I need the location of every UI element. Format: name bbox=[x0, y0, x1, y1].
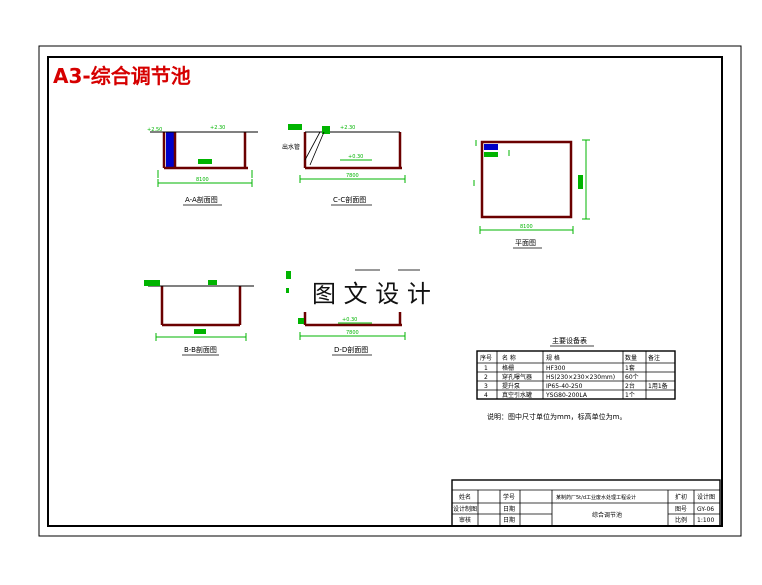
dd-elev-mid: +0.30 bbox=[342, 317, 357, 323]
equipment-cell: 穿孔曝气器 bbox=[502, 373, 532, 381]
tb-scale-tag: 扩初 bbox=[675, 493, 687, 501]
plan-outline bbox=[480, 140, 573, 219]
inner-frame bbox=[47, 56, 723, 527]
cc-diag-pipe bbox=[304, 131, 325, 166]
aa-dim-text: 8100 bbox=[196, 177, 209, 183]
equipment-header-cell: 名 称 bbox=[502, 354, 516, 362]
plan-dim-bottom bbox=[479, 226, 574, 234]
bb-label: B-B剖面图 bbox=[184, 345, 217, 354]
section-aa: 8100 +2.50 +2.30 A-A剖面图 bbox=[147, 125, 258, 206]
equipment-header-cell: 备注 bbox=[648, 354, 660, 362]
equipment-cell: 提升泵 bbox=[502, 382, 520, 390]
cc-label: C-C剖面图 bbox=[333, 195, 366, 204]
drawing-title: A3-综合调节池 bbox=[53, 64, 191, 88]
equipment-cell: 1用1备 bbox=[648, 382, 668, 390]
equipment-cell: 1套 bbox=[625, 364, 635, 372]
bb-wall-outline bbox=[160, 286, 242, 327]
dd-dim-text: 7800 bbox=[346, 330, 359, 336]
equipment-cell: 2 bbox=[484, 374, 488, 381]
equipment-grid bbox=[477, 351, 675, 399]
title-block: 姓名 学号 某制药厂5t/d工业废水处理工程设计 扩初 设计图 设计制图 日期 … bbox=[451, 479, 721, 527]
tb-drawing-no: GY-06 bbox=[697, 506, 714, 513]
equipment-cell: YSG80-200LA bbox=[545, 392, 588, 399]
equipment-cell: 3 bbox=[484, 383, 488, 390]
section-bb: B-B剖面图 bbox=[144, 280, 254, 356]
cc-side-label: 出水管 bbox=[282, 143, 300, 151]
tb-project: 某制药厂5t/d工业废水处理工程设计 bbox=[556, 494, 636, 501]
section-dd: +0.30 7800 D-D剖面图 bbox=[298, 312, 406, 356]
tb-reviewer-label: 审核 bbox=[459, 516, 471, 524]
cc-dim-line bbox=[299, 175, 406, 183]
equipment-title: 主要设备表 bbox=[552, 336, 587, 345]
equipment-border bbox=[476, 350, 676, 400]
aa-elev-left: +2.50 bbox=[147, 127, 162, 133]
plan-label: 平面图 bbox=[515, 239, 536, 247]
plan-dim-text: 8100 bbox=[520, 224, 533, 230]
outer-frame bbox=[38, 45, 742, 537]
equipment-cell: HS(230×230×230mm) bbox=[546, 374, 615, 381]
cc-elev-top: +2.30 bbox=[340, 125, 355, 131]
cc-elev-mid: +0.30 bbox=[348, 154, 363, 160]
plan-inlet-tag bbox=[484, 152, 498, 157]
dd-wall-outline bbox=[303, 312, 402, 327]
watermark-mark-2 bbox=[286, 288, 289, 293]
equipment-cell: IP65-40-250 bbox=[546, 383, 583, 390]
equipment-cell: 60个 bbox=[625, 374, 639, 381]
bb-water-label bbox=[194, 329, 206, 334]
tb-designer-label: 设计制图 bbox=[453, 505, 477, 513]
tb-ratio: 1:100 bbox=[697, 517, 714, 524]
plan-dim-right bbox=[582, 139, 590, 220]
equipment-header-cell: 规 格 bbox=[546, 354, 560, 362]
tb-drawing-no-label: 图号 bbox=[675, 506, 687, 513]
dd-tag-left bbox=[298, 318, 304, 324]
cc-label-box bbox=[288, 124, 302, 130]
dd-label: D-D剖面图 bbox=[334, 345, 368, 354]
tb-student-id-label: 学号 bbox=[503, 493, 515, 501]
cc-level-box bbox=[322, 126, 330, 134]
aa-inlet-fill bbox=[166, 132, 174, 168]
equipment-cell: 格栅 bbox=[502, 364, 514, 372]
tb-date-label-1: 日期 bbox=[503, 505, 515, 513]
equipment-cell: 4 bbox=[484, 392, 488, 399]
drawing-note: 说明：图中尺寸单位为mm，标高单位为m。 bbox=[487, 412, 626, 421]
equipment-header-cell: 序号 bbox=[480, 354, 492, 362]
plan-inlet-fill bbox=[484, 144, 498, 150]
equipment-header-cell: 数量 bbox=[625, 354, 637, 362]
section-cc: 出水管 +2.30 +0.30 7800 C-C剖面图 bbox=[282, 124, 406, 206]
equipment-table: 主要设备表 序号 名 称 规 格 数量 备注 1 格栅 HF300 1套 2 穿孔曝气器 HS(230… bbox=[476, 336, 676, 400]
aa-elev-top: +2.30 bbox=[210, 125, 225, 131]
tb-date-label-2: 日期 bbox=[503, 516, 515, 524]
tb-name-label: 姓名 bbox=[459, 493, 471, 501]
bb-elev-left bbox=[144, 280, 160, 286]
bb-dim-line bbox=[155, 333, 247, 341]
plan-side-tag bbox=[578, 175, 583, 189]
aa-water-label bbox=[198, 159, 212, 164]
equipment-cells: 序号 名 称 规 格 数量 备注 1 格栅 HF300 1套 2 穿孔曝气器 HS(230×230×2… bbox=[480, 354, 668, 399]
watermark-mark-1 bbox=[286, 271, 291, 279]
equipment-cell: 2台 bbox=[625, 382, 635, 390]
tb-ratio-label: 比例 bbox=[675, 516, 687, 524]
dd-dim-line bbox=[299, 332, 406, 340]
aa-wall-outline bbox=[162, 132, 248, 170]
equipment-cell: HF300 bbox=[546, 365, 566, 372]
cc-wall-outline bbox=[303, 132, 402, 170]
bb-elev-right bbox=[208, 280, 217, 285]
equipment-cell: 1个 bbox=[625, 392, 635, 399]
aa-dim-line bbox=[157, 170, 253, 187]
tb-drawing-name: 综合调节池 bbox=[592, 511, 622, 519]
cc-dim-text: 7800 bbox=[346, 173, 359, 179]
title-block-grid bbox=[452, 489, 720, 526]
equipment-cell: 真空引水罐 bbox=[502, 391, 532, 399]
aa-label: A-A剖面图 bbox=[185, 195, 218, 204]
plan-ticks bbox=[473, 140, 510, 186]
plan-view: 8100 平面图 bbox=[473, 139, 590, 249]
equipment-cell: 1 bbox=[484, 365, 488, 372]
tb-design-doc: 设计图 bbox=[697, 493, 715, 501]
watermark-text: 图 文 设 计 bbox=[312, 280, 431, 308]
